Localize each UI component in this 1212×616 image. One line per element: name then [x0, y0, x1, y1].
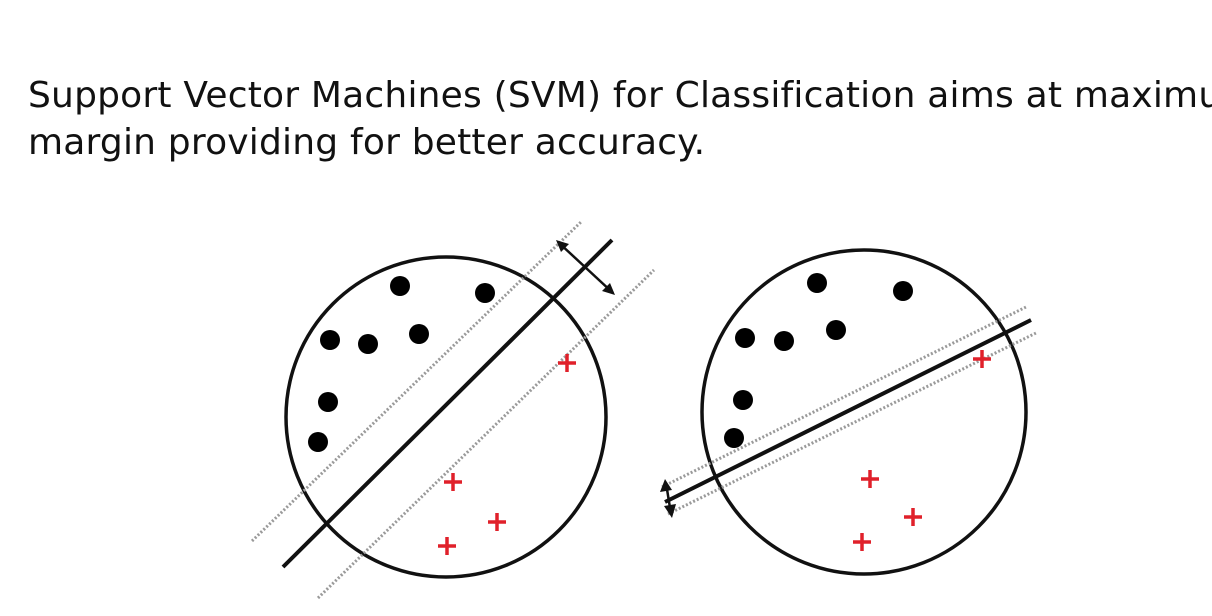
margin-line-lower: [667, 331, 1037, 516]
negative-point: [318, 392, 338, 412]
negative-point: [320, 330, 340, 350]
positive-class-points: [438, 354, 576, 555]
negative-class-points: [724, 273, 913, 448]
negative-class-points: [308, 276, 495, 452]
negative-point: [733, 390, 753, 410]
negative-point: [735, 328, 755, 348]
negative-point: [409, 324, 429, 344]
margin-arrow: [556, 240, 615, 295]
decision-boundary: [664, 318, 1032, 504]
negative-point: [358, 334, 378, 354]
positive-point: [438, 537, 456, 555]
negative-point: [390, 276, 410, 296]
wide-margin-classifier: [250, 219, 656, 600]
data-region-circle: [700, 248, 1028, 576]
positive-point: [853, 533, 871, 551]
negative-point: [724, 428, 744, 448]
negative-point: [807, 273, 827, 293]
negative-point: [308, 432, 328, 452]
slide-text: Support Vector Machines (SVM) for Classi…: [28, 72, 1212, 166]
text-line-2: margin providing for better accuracy.: [28, 122, 706, 163]
margin-line-upper: [250, 219, 584, 543]
positive-point: [444, 473, 462, 491]
negative-point: [826, 320, 846, 340]
negative-point: [893, 281, 913, 301]
positive-point: [861, 470, 879, 488]
positive-class-points: [853, 350, 991, 551]
positive-point: [488, 513, 506, 531]
positive-point: [973, 350, 991, 368]
data-region-circle: [284, 255, 608, 579]
negative-point: [774, 331, 794, 351]
negative-point: [475, 283, 495, 303]
margin-arrow: [660, 479, 676, 518]
narrow-margin-classifier: [660, 248, 1037, 576]
decision-boundary: [281, 238, 614, 569]
positive-point: [904, 508, 922, 526]
text-line-1: Support Vector Machines (SVM) for Classi…: [28, 75, 1212, 116]
positive-point: [558, 354, 576, 372]
